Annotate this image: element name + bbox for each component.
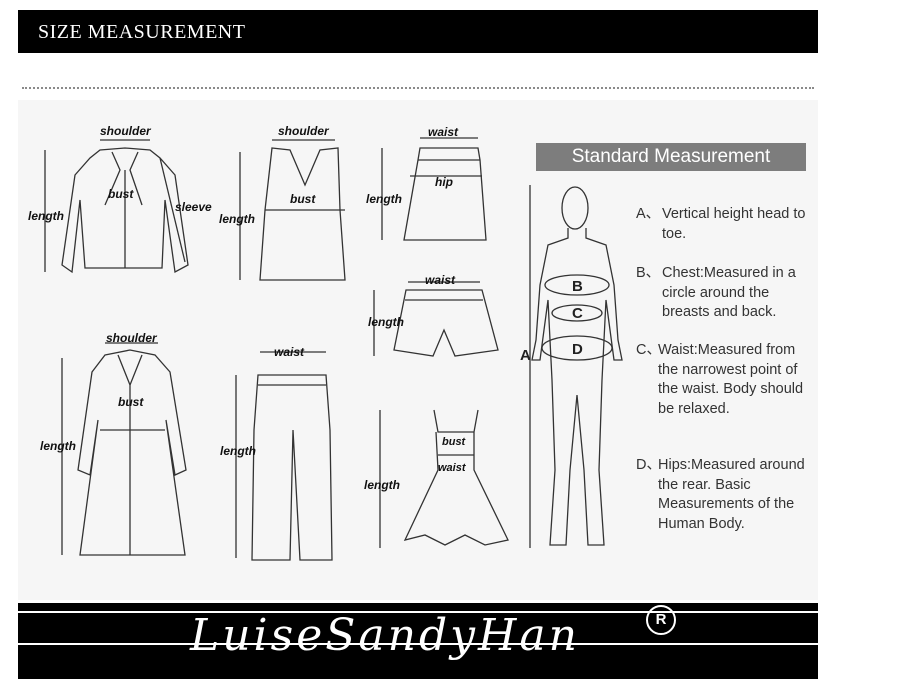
vest-drawing: [239, 139, 346, 281]
shorts-waist-label: waist: [425, 273, 456, 287]
item-text: Vertical height head to toe.: [662, 206, 806, 242]
registered-mark-icon: R: [646, 605, 676, 635]
dotted-divider: [22, 87, 814, 89]
page-title: SIZE MEASUREMENT: [38, 21, 246, 43]
dress-waist-label: waist: [438, 462, 467, 474]
pants-waist-label: waist: [274, 345, 305, 359]
pants-drawing: [235, 351, 333, 561]
shirt-shoulder-label: shoulder: [100, 124, 152, 138]
shirt-length-label: length: [28, 209, 64, 223]
pants-length-label: length: [220, 444, 256, 458]
skirt-waist-label: waist: [428, 125, 459, 139]
figure-letter-d: D: [572, 341, 583, 358]
vest-shoulder-label: shoulder: [278, 124, 330, 138]
figure-letter-a: A: [520, 347, 531, 364]
brand-footer: [18, 603, 818, 679]
measurement-panel: [18, 100, 818, 600]
header-bar: SIZE MEASUREMENT: [18, 10, 818, 53]
item-text: Waist:Measured from the narrowest point …: [658, 342, 804, 417]
skirt-drawing: [381, 137, 487, 241]
skirt-length-label: length: [366, 192, 402, 206]
dress-bust-label: bust: [442, 436, 467, 448]
shorts-length-label: length: [368, 315, 404, 329]
item-letter: A、: [636, 206, 661, 222]
dress-drawing: [379, 409, 509, 548]
vest-bust-label: bust: [290, 192, 316, 206]
shirt-sleeve-label: sleeve: [175, 200, 212, 214]
shirt-drawing: [44, 139, 189, 274]
item-letter: C、: [636, 342, 661, 358]
body-figure-drawing: [529, 185, 623, 548]
item-letter: B、: [636, 265, 661, 281]
coat-bust-label: bust: [118, 395, 144, 409]
footer-bottom-rule: [18, 643, 818, 645]
standard-measurement-title: Standard Measurement: [536, 143, 806, 171]
measurement-item-d: D、 Hips:Measured around the rear. Basic …: [636, 456, 816, 536]
brand-logo: LuiseSandyHan: [190, 610, 580, 661]
coat-length-label: length: [40, 439, 76, 453]
shirt-bust-label: bust: [108, 187, 134, 201]
dress-length-label: length: [364, 478, 400, 492]
item-letter: D、: [636, 457, 661, 473]
measurement-item-c: C、 Waist:Measured from the narrowest poi…: [636, 341, 816, 421]
item-text: Chest:Measured in a circle around the br…: [662, 265, 796, 320]
footer-top-rule: [18, 611, 818, 613]
figure-letter-c: C: [572, 305, 583, 322]
shorts-drawing: [373, 281, 499, 357]
item-text: Hips:Measured around the rear. Basic Mea…: [658, 457, 805, 532]
figure-letter-b: B: [572, 278, 583, 295]
vest-length-label: length: [219, 212, 255, 226]
coat-shoulder-label: shoulder: [106, 331, 158, 345]
coat-drawing: [61, 342, 187, 556]
skirt-hip-label: hip: [435, 175, 453, 189]
measurement-item-b: B、 Chest:Measured in a circle around the…: [636, 264, 816, 324]
measurement-item-a: A、 Vertical height head to toe.: [636, 205, 816, 245]
